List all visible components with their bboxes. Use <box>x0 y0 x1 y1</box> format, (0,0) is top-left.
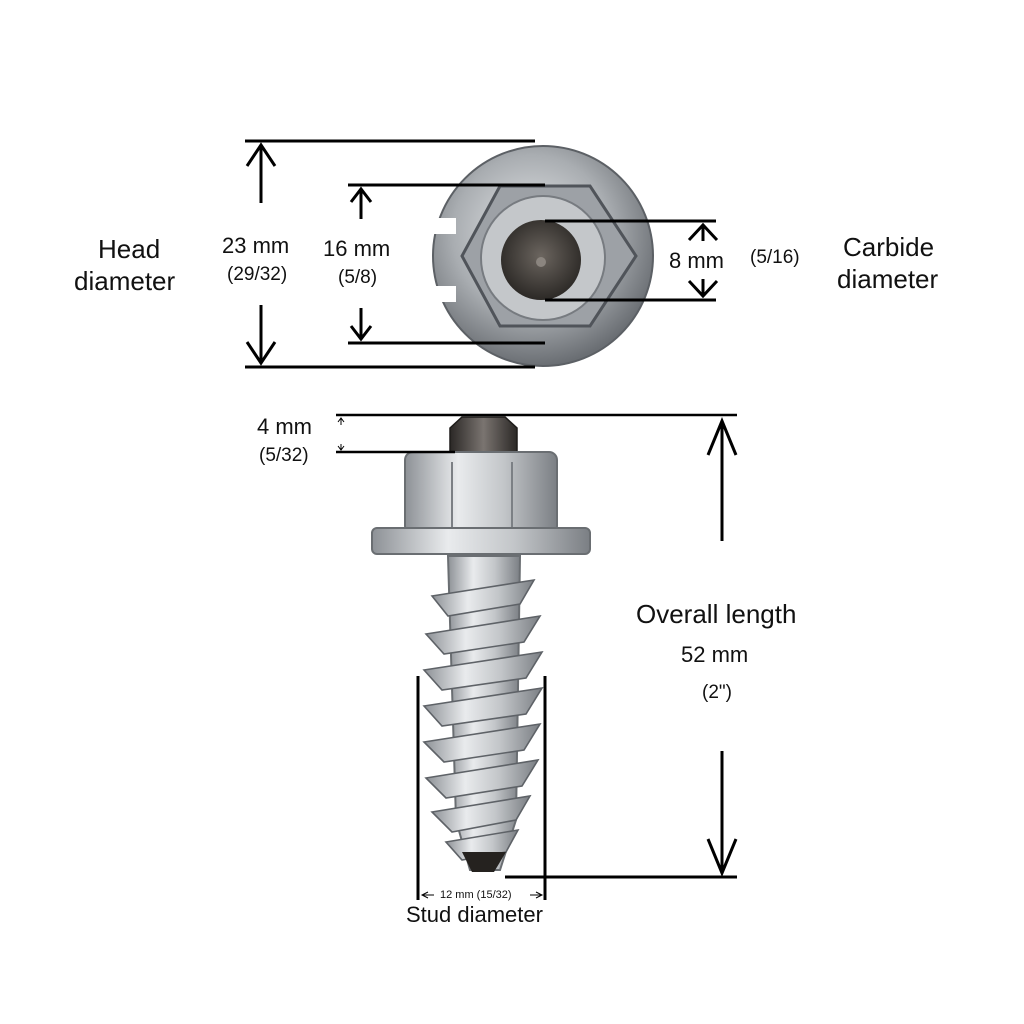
carbide-diameter-inch-value: (5/16) <box>750 247 800 268</box>
carbide-diameter-label-line2: diameter <box>837 264 939 294</box>
stud-top-view-photo <box>432 145 654 367</box>
overall-length-mm-value: 52 mm <box>681 642 749 667</box>
hex-size-inch-value: (5/8) <box>338 267 378 288</box>
stud-diameter-label: Stud diameter <box>406 902 543 927</box>
carbide-diameter-dimension-lines <box>545 219 719 302</box>
overall-length-label: Overall length <box>636 599 797 629</box>
hex-size-dimension-lines <box>348 183 545 345</box>
overall-length-inch-value: (2") <box>702 682 732 703</box>
carbide-diameter-label-line1: Carbide <box>843 232 935 262</box>
head-diameter-label-line1: Head <box>98 234 161 264</box>
hex-size-mm-value: 16 mm <box>323 236 391 261</box>
head-diameter-dimension-lines <box>245 139 535 369</box>
carbide-protrusion-inch-value: (5/32) <box>259 445 309 466</box>
stud-side-view-photo <box>371 416 591 872</box>
carbide-protrusion-dimension-lines <box>336 413 737 454</box>
stud-diameter-dimension-lines <box>416 676 547 900</box>
head-diameter-mm-value: 23 mm <box>222 233 290 258</box>
head-diameter-inch-value: (29/32) <box>227 264 288 285</box>
carbide-diameter-mm-value: 8 mm <box>669 248 724 273</box>
head-diameter-label-line2: diameter <box>74 266 176 296</box>
stud-diameter-value: 12 mm (15/32) <box>440 889 512 901</box>
carbide-protrusion-mm-value: 4 mm <box>257 414 312 439</box>
